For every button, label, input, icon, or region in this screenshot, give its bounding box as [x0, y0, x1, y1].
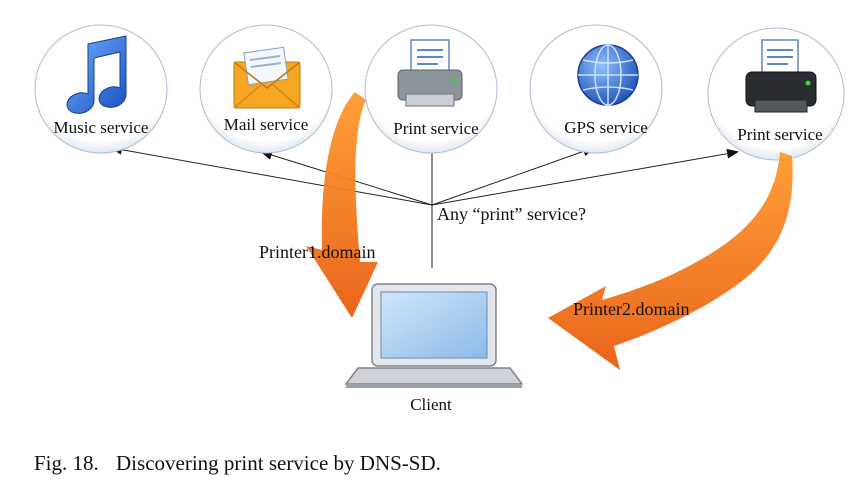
service-print-1: Print service: [364, 24, 498, 154]
response-label-printer2: Printer2.domain: [573, 299, 689, 319]
query-arrows: [110, 140, 739, 268]
service-music: Music service: [34, 24, 168, 154]
query-arrow-gps: [431, 146, 595, 206]
client: Client: [344, 283, 524, 414]
service-label: Print service: [393, 119, 478, 138]
caption-text: Discovering print service by DNS-SD.: [116, 451, 441, 475]
printer-icon: [397, 39, 463, 107]
printer-icon: [745, 39, 817, 113]
client-label: Client: [410, 395, 452, 414]
service-print-2: Print service: [707, 27, 845, 161]
caption-number: 18.: [72, 451, 99, 475]
query-arrow-print2: [431, 148, 739, 206]
service-label: GPS service: [564, 118, 648, 137]
service-gps: GPS service: [529, 24, 663, 154]
response-arrow-printer2: [548, 152, 793, 370]
globe-icon: [577, 44, 639, 106]
service-bubble: [34, 24, 168, 154]
response-label-printer1: Printer1.domain: [259, 242, 375, 262]
laptop-icon: [344, 283, 524, 388]
dns-sd-diagram: Music service Mail service Print service: [34, 24, 845, 414]
service-mail: Mail service: [199, 24, 333, 154]
service-label: Music service: [54, 118, 149, 137]
response-arrow-printer1: [306, 92, 378, 318]
query-arrow-music: [110, 144, 433, 206]
envelope-icon: [233, 46, 301, 109]
query-label: Any “print” service?: [437, 204, 586, 224]
figure-caption: Fig. 18. Discovering print service by DN…: [34, 451, 441, 476]
service-label: Mail service: [224, 115, 309, 134]
music-note-icon: [66, 35, 127, 114]
caption-prefix: Fig.: [34, 451, 68, 475]
service-label: Print service: [737, 125, 822, 144]
